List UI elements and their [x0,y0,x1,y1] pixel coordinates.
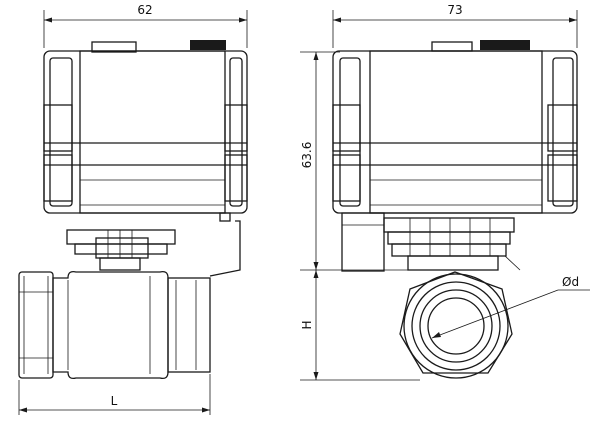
side-actuator-housing [332,40,578,214]
side-height-bottom-dimension: H [300,270,420,381]
side-manual-override-knob [480,40,530,50]
side-height-bottom-label: H [300,320,314,329]
side-valve-port: Ød [399,271,590,379]
diameter-label: Ød [562,275,579,289]
manual-override-knob [190,40,226,50]
side-width-dimension: 73 [332,3,578,48]
front-length-label: L [111,394,118,408]
front-width-dimension: 62 [43,3,248,48]
front-actuator-housing [43,40,248,222]
side-height-top-dimension: 63.6 [300,51,345,271]
front-valve-body [18,270,211,380]
side-view: 73 63.6 H [300,3,590,381]
front-length-dimension: L [18,374,211,415]
side-height-top-label: 63.6 [300,142,314,169]
side-width-label: 73 [447,3,462,17]
side-coupling [341,212,521,272]
front-coupling [66,220,241,277]
front-view: 62 [18,3,248,415]
front-width-label: 62 [137,3,152,17]
